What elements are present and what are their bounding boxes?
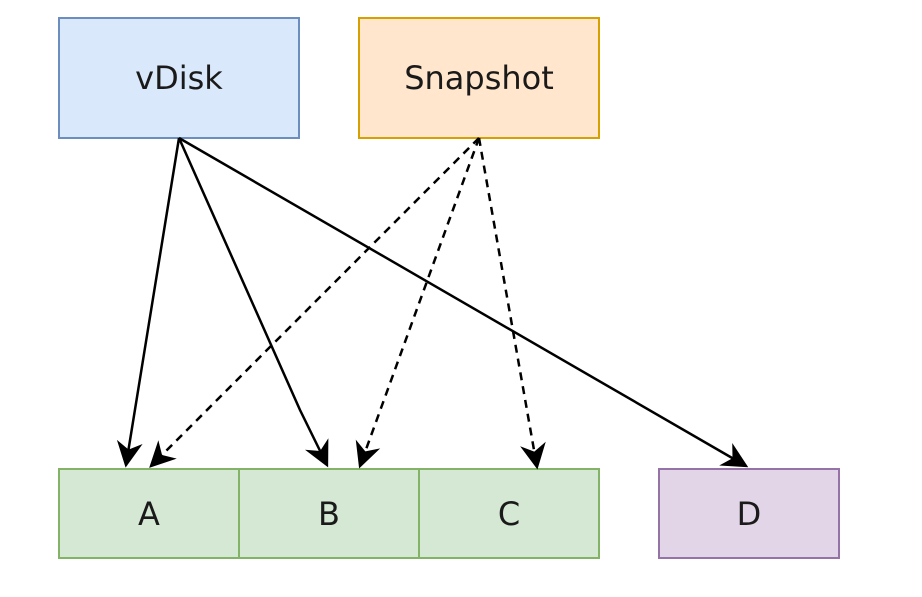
block-c-node: C: [418, 468, 600, 559]
block-a-box: [58, 468, 240, 559]
block-a-node: A: [58, 468, 240, 559]
vdisk-node: vDisk: [58, 17, 300, 139]
block-d-node: D: [658, 468, 840, 559]
block-d-label: D: [737, 495, 762, 533]
edge-snapshot-to-a: [149, 137, 480, 468]
snapshot-label: Snapshot: [404, 59, 554, 97]
block-b-label: B: [318, 495, 340, 533]
block-c-box: [418, 468, 600, 559]
vdisk-label: vDisk: [135, 59, 223, 97]
edge-vdisk-to-d: [178, 136, 749, 468]
snapshot-edges: [149, 137, 546, 470]
block-a-label: A: [138, 495, 160, 533]
block-c-label: C: [498, 495, 520, 533]
edge-snapshot-to-b: [355, 137, 481, 469]
block-b-node: B: [238, 468, 420, 559]
vdisk-edges: [116, 136, 749, 468]
snapshot-node: Snapshot: [358, 17, 600, 139]
edge-vdisk-to-b: [177, 137, 329, 468]
block-d-box: [658, 468, 840, 559]
vdisk-box: [58, 17, 300, 139]
edge-vdisk-to-a: [116, 137, 181, 468]
edge-snapshot-to-c: [477, 137, 546, 470]
snapshot-box: [358, 17, 600, 139]
